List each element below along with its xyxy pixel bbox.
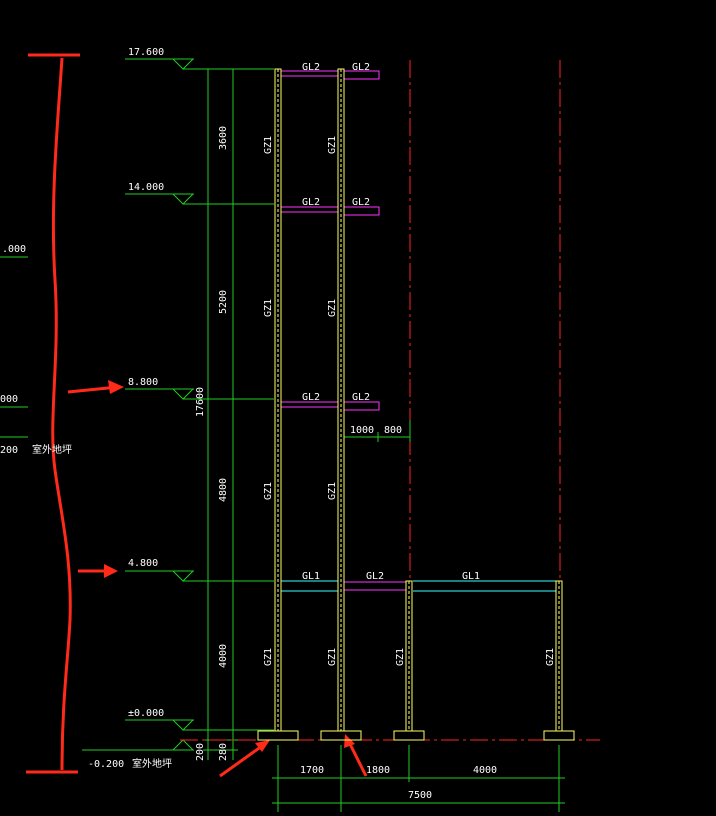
dim-1000: 1000 [350, 425, 374, 436]
column-label-gz1: GZ1 [327, 299, 338, 317]
vertical-dimensions: 3600 5200 4800 4000 17600 200 280 [195, 68, 238, 761]
elevation-label-0: ±0.000 [128, 708, 164, 719]
left-cut-elevation-2: 000 [0, 394, 28, 408]
elevation-label-minus: -0.200 [88, 759, 124, 770]
column-label-gz1: GZ1 [327, 648, 338, 666]
dimension-1000-800: 1000 800 [344, 420, 411, 442]
column-label-gz1: GZ1 [263, 136, 274, 154]
beam-label-gl2: GL2 [352, 62, 370, 73]
dim-800: 800 [384, 425, 402, 436]
dim-4000-horizontal: 4000 [473, 765, 497, 776]
elevation-mark-17600: 17.600 [125, 47, 274, 70]
dim-1800: 1800 [366, 765, 390, 776]
column-label-gz1: GZ1 [263, 648, 274, 666]
dim-1700: 1700 [300, 765, 324, 776]
elevation-label-17600: 17.600 [128, 47, 164, 58]
beam-label-gl2: GL2 [366, 571, 384, 582]
dim-3600: 3600 [218, 126, 229, 150]
column-label-gz1: GZ1 [327, 482, 338, 500]
horizontal-dimensions: 1700 1800 4000 7500 [272, 745, 565, 812]
beam-label-gl2: GL2 [302, 62, 320, 73]
column-label-gz1: GZ1 [263, 482, 274, 500]
left-cut-elevation-3: 200 室外地坪 [0, 436, 72, 456]
dim-total-7500: 7500 [408, 790, 432, 801]
red-arrow-foundation-left [219, 740, 270, 778]
beam-label-gl2: GL2 [352, 197, 370, 208]
elevation-label-8800: 8.800 [128, 377, 158, 388]
dim-4000: 4000 [218, 644, 229, 668]
elevation-mark-0: ±0.000 [125, 708, 274, 731]
dim-4800: 4800 [218, 478, 229, 502]
dim-5200: 5200 [218, 290, 229, 314]
red-arrow-4800 [78, 564, 118, 578]
elevation-mark-14000: 14.000 [125, 182, 274, 205]
beam-label-gl1: GL1 [302, 571, 320, 582]
footings [257, 730, 575, 741]
dim-200: 200 [195, 743, 206, 761]
column-label-gz1: GZ1 [327, 136, 338, 154]
red-arrow-8800 [67, 380, 124, 394]
column-label-gz1: GZ1 [263, 299, 274, 317]
beam-label-gl1: GL1 [462, 571, 480, 582]
beam-label-gl2: GL2 [302, 197, 320, 208]
elevation-mark-4800: 4.800 [125, 558, 274, 582]
axis-lines [180, 60, 600, 741]
left-cut-label-3: 200 [0, 445, 18, 456]
elevation-label-4800: 4.800 [128, 558, 158, 569]
left-cut-label-1: .000 [2, 244, 26, 255]
beams: GL2 GL2 GL2 GL2 GL2 GL2 GL1 GL2 GL1 [280, 62, 556, 592]
left-cut-outdoor-label: 室外地坪 [32, 443, 72, 456]
left-cut-elevation-1: .000 [0, 244, 28, 258]
left-cut-label-2: 000 [0, 394, 18, 405]
dim-total-17600: 17600 [195, 387, 206, 417]
column-label-gz1: GZ1 [545, 648, 556, 666]
beam-label-gl2: GL2 [302, 392, 320, 403]
outdoor-label: 室外地坪 [132, 757, 172, 770]
red-arrow-foundation-right [344, 734, 368, 777]
elevation-label-14000: 14.000 [128, 182, 164, 193]
beam-label-gl2: GL2 [352, 392, 370, 403]
column-labels: GZ1 GZ1 GZ1 GZ1 GZ1 GZ1 GZ1 GZ1 GZ1 GZ1 [263, 136, 556, 666]
column-label-gz1: GZ1 [395, 648, 406, 666]
dim-280: 280 [218, 743, 229, 761]
red-annotation-bracket [26, 53, 80, 774]
elevation-mark-minus: -0.200 室外地坪 [82, 739, 194, 770]
